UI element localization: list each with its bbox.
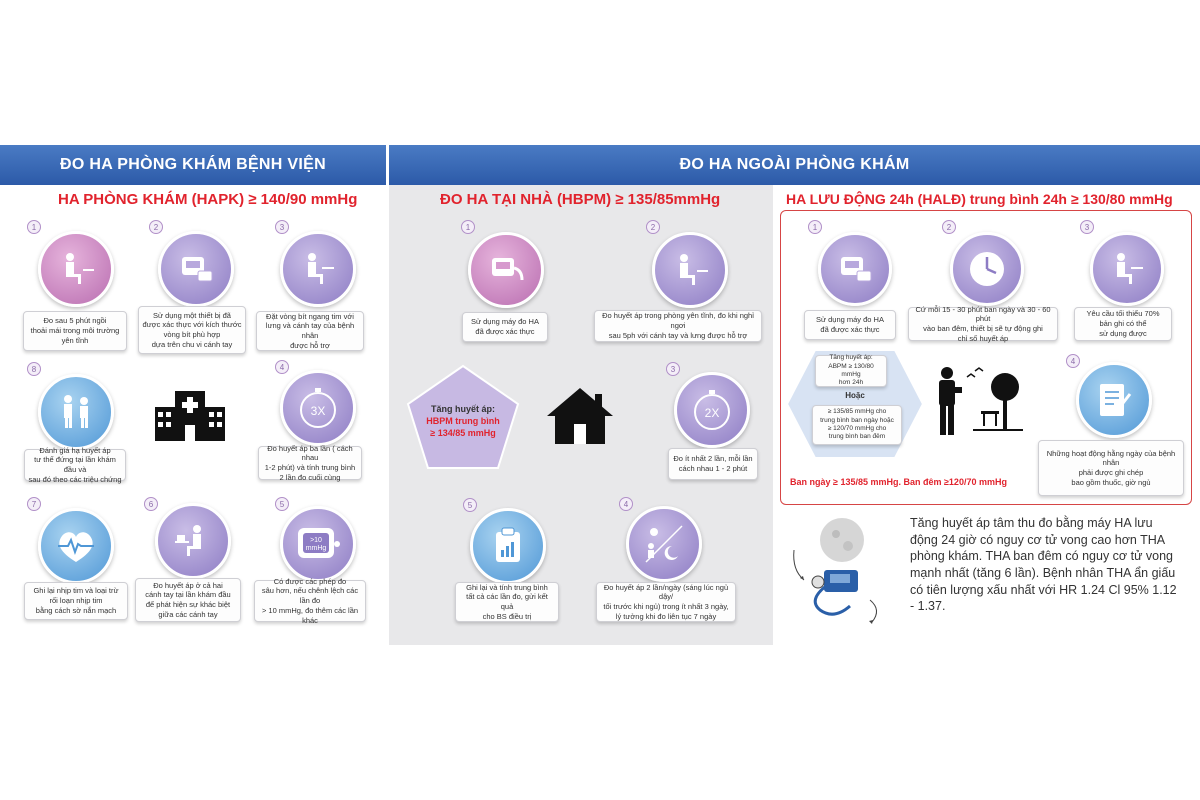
- step-text: Đặt vòng bít ngang tim với lưng và cánh …: [256, 311, 364, 351]
- bp-monitor-icon: [818, 232, 892, 306]
- ambulatory-frame: [780, 210, 1192, 505]
- both-arms-icon: [155, 503, 231, 579]
- step-text: Cứ mỗi 15 - 30 phút ban ngày và 30 - 60 …: [908, 305, 1058, 343]
- bp-monitor-icon: [158, 231, 234, 307]
- ambulatory-subtitle: HA LƯU ĐỘNG 24h (HALĐ) trung bình 24h ≥ …: [786, 191, 1173, 207]
- bp-monitor-icon: [468, 232, 544, 308]
- pentagon-title: Tăng huyết áp:: [430, 404, 495, 414]
- notepad-pen-icon: [1076, 362, 1152, 438]
- step-number: 6: [144, 497, 158, 511]
- step-text: Yêu cầu tối thiểu 70% bản ghi có thể sử …: [1074, 307, 1172, 341]
- step-text: Đo huyết áp ba lần ( cách nhau 1-2 phút)…: [258, 444, 362, 482]
- step-text: Có được các phép đo sâu hơn, nếu chênh l…: [254, 577, 366, 625]
- stopwatch-icon: 3X: [280, 370, 356, 446]
- step-number: 5: [275, 497, 289, 511]
- step-number: 7: [27, 497, 41, 511]
- arm-cuff-icon: [1090, 232, 1164, 306]
- svg-text:mmHg: mmHg: [306, 545, 327, 552]
- step-number: 3: [275, 220, 289, 234]
- stopwatch-label: 2X: [705, 406, 720, 420]
- step-text: Đo huyết áp trong phòng yên tĩnh, đo khi…: [594, 310, 762, 342]
- step-number: 3: [666, 362, 680, 376]
- day-night-threshold: Ban ngày ≥ 135/85 mmHg. Ban đêm ≥120/70 …: [790, 477, 1007, 487]
- step-text: Ghi lại và tính trung bình tất cả các lầ…: [455, 582, 559, 622]
- step-text: Sử dụng máy đo HA đã được xác thực: [462, 312, 548, 342]
- step-text: Đo sau 5 phút ngồi thoải mái trong môi t…: [23, 311, 127, 351]
- heart-rate-icon: [38, 508, 114, 584]
- step-number: 2: [646, 220, 660, 234]
- step-number: 5: [463, 498, 477, 512]
- step-text: Đo huyết áp ở cả hai cánh tay tại lần kh…: [135, 578, 241, 622]
- step-number: 1: [27, 220, 41, 234]
- step-number: 2: [149, 220, 163, 234]
- house-icon: [545, 386, 615, 451]
- seated-patient-icon: [652, 232, 728, 308]
- stopwatch-icon: 2X: [674, 372, 750, 448]
- step-number: 8: [27, 362, 41, 376]
- arm-cuff-icon: [280, 231, 356, 307]
- svg-text:>10: >10: [310, 537, 322, 544]
- step-text: Sử dụng máy đo HA đã được xác thực: [804, 310, 896, 340]
- person-outdoors-icon: [933, 365, 1025, 442]
- standing-people-icon: [38, 374, 114, 450]
- step-text: Sử dụng một thiết bị đã được xác thực vớ…: [138, 306, 246, 354]
- clock-icon: [950, 232, 1024, 306]
- step-text: Đánh giá hạ huyết áp tư thế đứng tại lần…: [24, 446, 126, 484]
- hbpm-threshold-pentagon: [406, 364, 520, 475]
- step-text: Đo ít nhất 2 lần, mỗi lần cách nhau 1 - …: [668, 448, 758, 480]
- hex-top-text: Tăng huyết áp: ABPM ≥ 130/80 mmHg hơn 24…: [815, 354, 887, 387]
- clipboard-icon: [470, 508, 546, 584]
- step-text: Ghi lại nhịp tim và loại trừ rối loạn nh…: [24, 582, 128, 620]
- step-text: Đo huyết áp 2 lần/ngày (sáng lúc ngủ dậy…: [596, 582, 736, 622]
- seated-patient-icon: [38, 231, 114, 307]
- step-number: 4: [619, 497, 633, 511]
- step-number: 4: [275, 360, 289, 374]
- moon-monitor-illustration: [790, 510, 890, 633]
- step-number: 2: [942, 220, 956, 234]
- step-number: 4: [1066, 354, 1080, 368]
- step-number: 1: [808, 220, 822, 234]
- pentagon-value: HBPM trung bình ≥ 134/85 mmHg: [426, 416, 500, 438]
- hex-bottom-text: ≥ 135/85 mmHg cho trung bình ban ngày ho…: [812, 405, 902, 445]
- clinic-header: ĐO HA PHÒNG KHÁM BỆNH VIỆN: [0, 145, 386, 185]
- clinic-subtitle: HA PHÒNG KHÁM (HAPK) ≥ 140/90 mmHg: [58, 191, 358, 208]
- stopwatch-label: 3X: [311, 404, 326, 418]
- outside-clinic-header: ĐO HA NGOÀI PHÒNG KHÁM: [389, 145, 1200, 185]
- hospital-icon: [153, 387, 227, 448]
- step-number: 1: [461, 220, 475, 234]
- ambulatory-summary-paragraph: Tăng huyết áp tâm thu đo bằng máy HA lưu…: [910, 516, 1177, 614]
- day-night-icon: [626, 506, 702, 582]
- step-text: Những hoạt động hằng ngày của bệnh nhân …: [1038, 440, 1184, 496]
- home-subtitle: ĐO HA TẠI NHÀ (HBPM) ≥ 135/85mmHg: [440, 191, 721, 208]
- hex-or-text: Hoặc: [845, 391, 865, 400]
- step-number: 3: [1080, 220, 1094, 234]
